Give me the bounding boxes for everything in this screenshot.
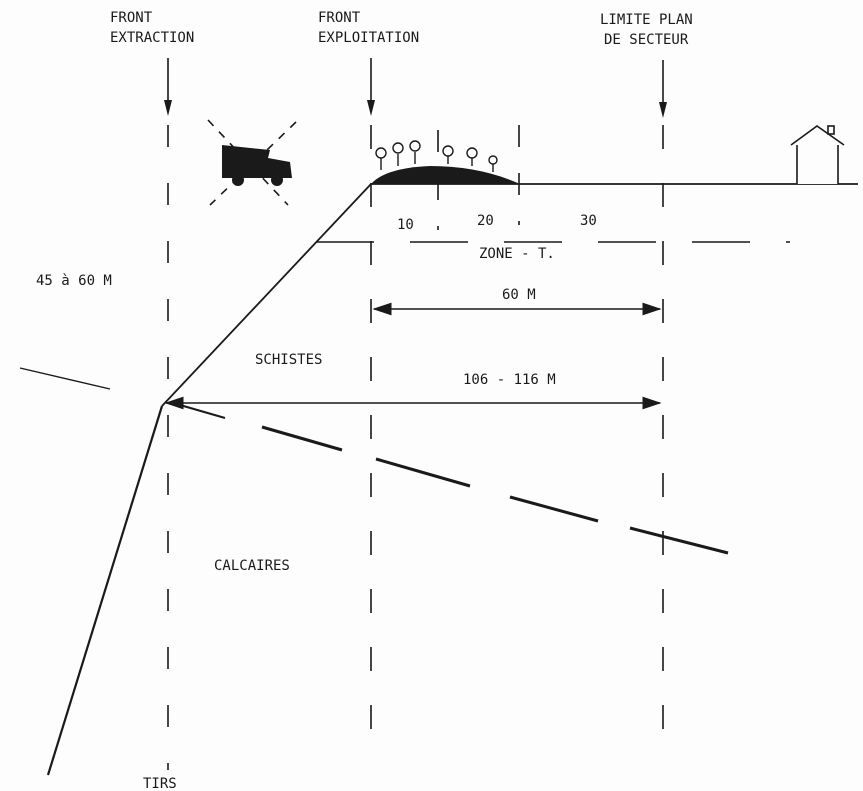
house-icon: [790, 125, 845, 184]
heading-arrows: [164, 58, 667, 118]
layer-calcaires-label: CALCAIRES: [214, 558, 290, 574]
tirs-label: TIRS: [143, 776, 177, 791]
layer-schistes-label: SCHISTES: [255, 352, 322, 368]
front-exploitation-label-2: EXPLOITATION: [318, 30, 419, 46]
depth-label: 45 à 60 M: [36, 273, 112, 289]
front-extraction-label-1: FRONT: [110, 10, 153, 26]
geological-contact-line: [19, 367, 729, 555]
zone-number-30: 30: [580, 213, 597, 229]
front-exploitation-label-1: FRONT: [318, 10, 361, 26]
dimension-106m-label: 106 - 116 M: [463, 372, 556, 388]
soil-mound: [371, 166, 520, 184]
zone-t-label: ZONE - T.: [479, 246, 555, 262]
dimension-60m-label: 60 M: [502, 287, 536, 303]
quarry-face-upper: [161, 183, 372, 407]
quarry-face-lower: [46, 405, 164, 776]
limite-plan-label-2: DE SECTEUR: [604, 32, 689, 48]
limite-plan-label-1: LIMITE PLAN: [600, 12, 693, 28]
zone-number-10: 10: [397, 217, 414, 233]
trees-icon: [375, 140, 498, 172]
truck-icon: [207, 119, 297, 206]
front-extraction-label-2: EXTRACTION: [110, 30, 194, 46]
zone-number-20: 20: [477, 213, 494, 229]
